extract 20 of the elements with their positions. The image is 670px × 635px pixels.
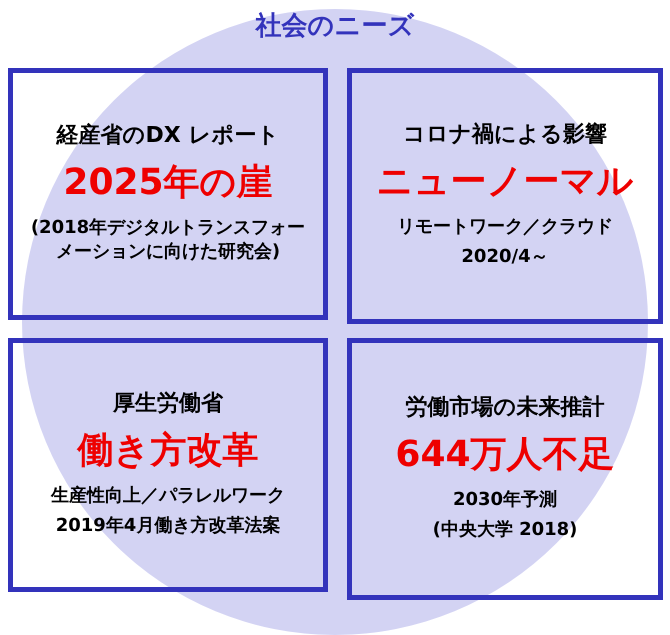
heading-text: コロナ禍による影響 — [403, 120, 607, 148]
note-text: 2030年予測 — [452, 488, 558, 510]
heading-text: 労働市場の未来推計 — [406, 394, 604, 422]
note-text: (中央大学 2018) — [432, 518, 578, 540]
note-text: (2018年デジタルトランスフォーメーションに向けた研究会) — [30, 216, 306, 262]
panel-box — [347, 338, 663, 600]
title-text: 社会のニーズ — [254, 10, 416, 43]
panel-box — [347, 68, 663, 324]
headline-text: 644万人不足 — [395, 432, 615, 476]
headline-text: 働き方改革 — [78, 428, 258, 472]
note-text: 2019年4月働き方改革法案 — [56, 514, 280, 536]
heading-text: 厚生労働省 — [113, 390, 223, 418]
panel-box — [8, 68, 328, 320]
headline-text: ニューノーマル — [376, 160, 634, 204]
panel-box — [8, 338, 328, 592]
note-text: 2020/4～ — [461, 244, 549, 268]
headline-text: 2025年の崖 — [63, 160, 273, 204]
note-text: リモートワーク／クラウド — [397, 214, 613, 238]
note-text: 生産性向上／パラレルワーク — [51, 484, 285, 506]
heading-text: 経産省のDX レポート — [56, 122, 280, 150]
